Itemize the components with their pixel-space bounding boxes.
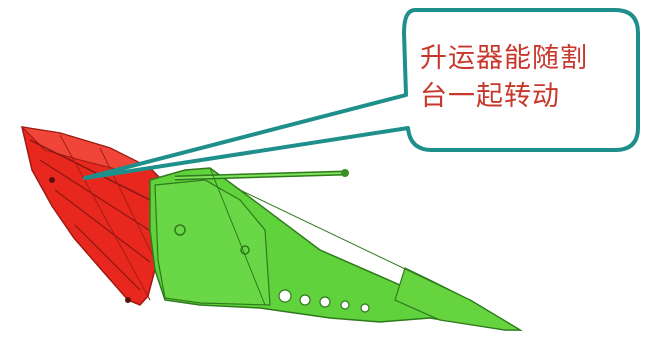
elevator-part bbox=[149, 167, 523, 331]
header-part bbox=[20, 126, 161, 306]
callout-bubble bbox=[83, 8, 640, 180]
callout-line-2: 台一起转动 bbox=[420, 81, 560, 112]
callout-text: 升运器能随割 台一起转动 bbox=[420, 40, 625, 116]
callout-outline bbox=[83, 8, 640, 180]
elevator-tip bbox=[394, 267, 523, 331]
elevator-side bbox=[154, 179, 271, 306]
callout-line-1: 升运器能随割 bbox=[420, 43, 588, 74]
